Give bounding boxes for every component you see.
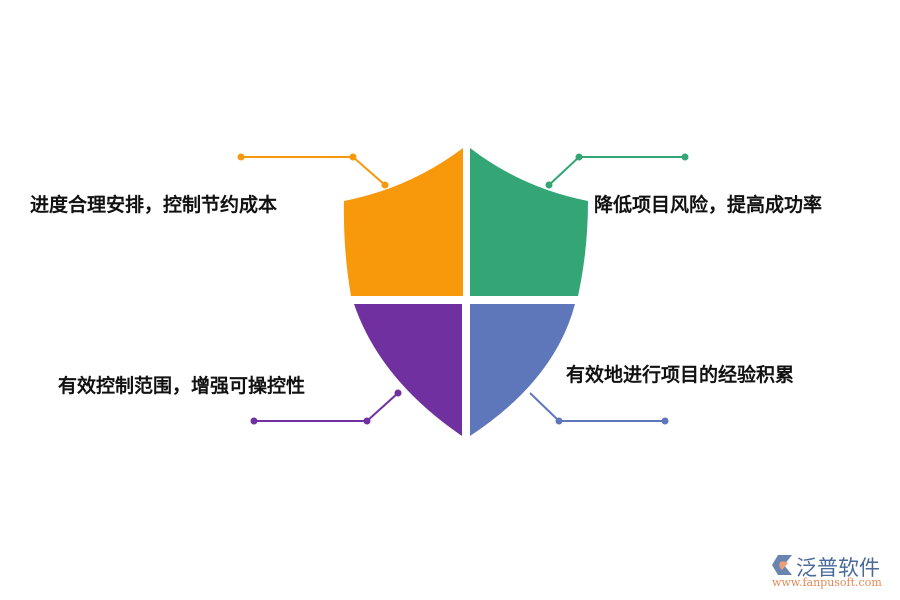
shield-quadrant-bottom-right [470, 304, 575, 436]
connector-bottom-left [250, 389, 402, 425]
connector-bottom-right [529, 392, 669, 425]
label-top-left: 进度合理安排，控制节约成本 [30, 194, 278, 216]
watermark-brand: 泛普软件 [796, 556, 880, 580]
shield-quadrant-top-right [470, 148, 588, 296]
shield-quadrant-bottom-left [354, 304, 462, 436]
logo-mark-icon [772, 555, 792, 575]
connector-top-left [237, 153, 389, 189]
label-bottom-left: 有效控制范围，增强可操控性 [58, 375, 306, 397]
label-top-right: 降低项目风险，提高成功率 [594, 194, 823, 216]
shield-quadrant-top-left [343, 148, 463, 296]
connector-top-right [545, 153, 689, 189]
watermark-url: www.fanpusoft.com [772, 576, 882, 589]
watermark-logo: 泛普软件 www.fanpusoft.com [770, 552, 895, 592]
label-bottom-right: 有效地进行项目的经验积累 [566, 364, 795, 386]
